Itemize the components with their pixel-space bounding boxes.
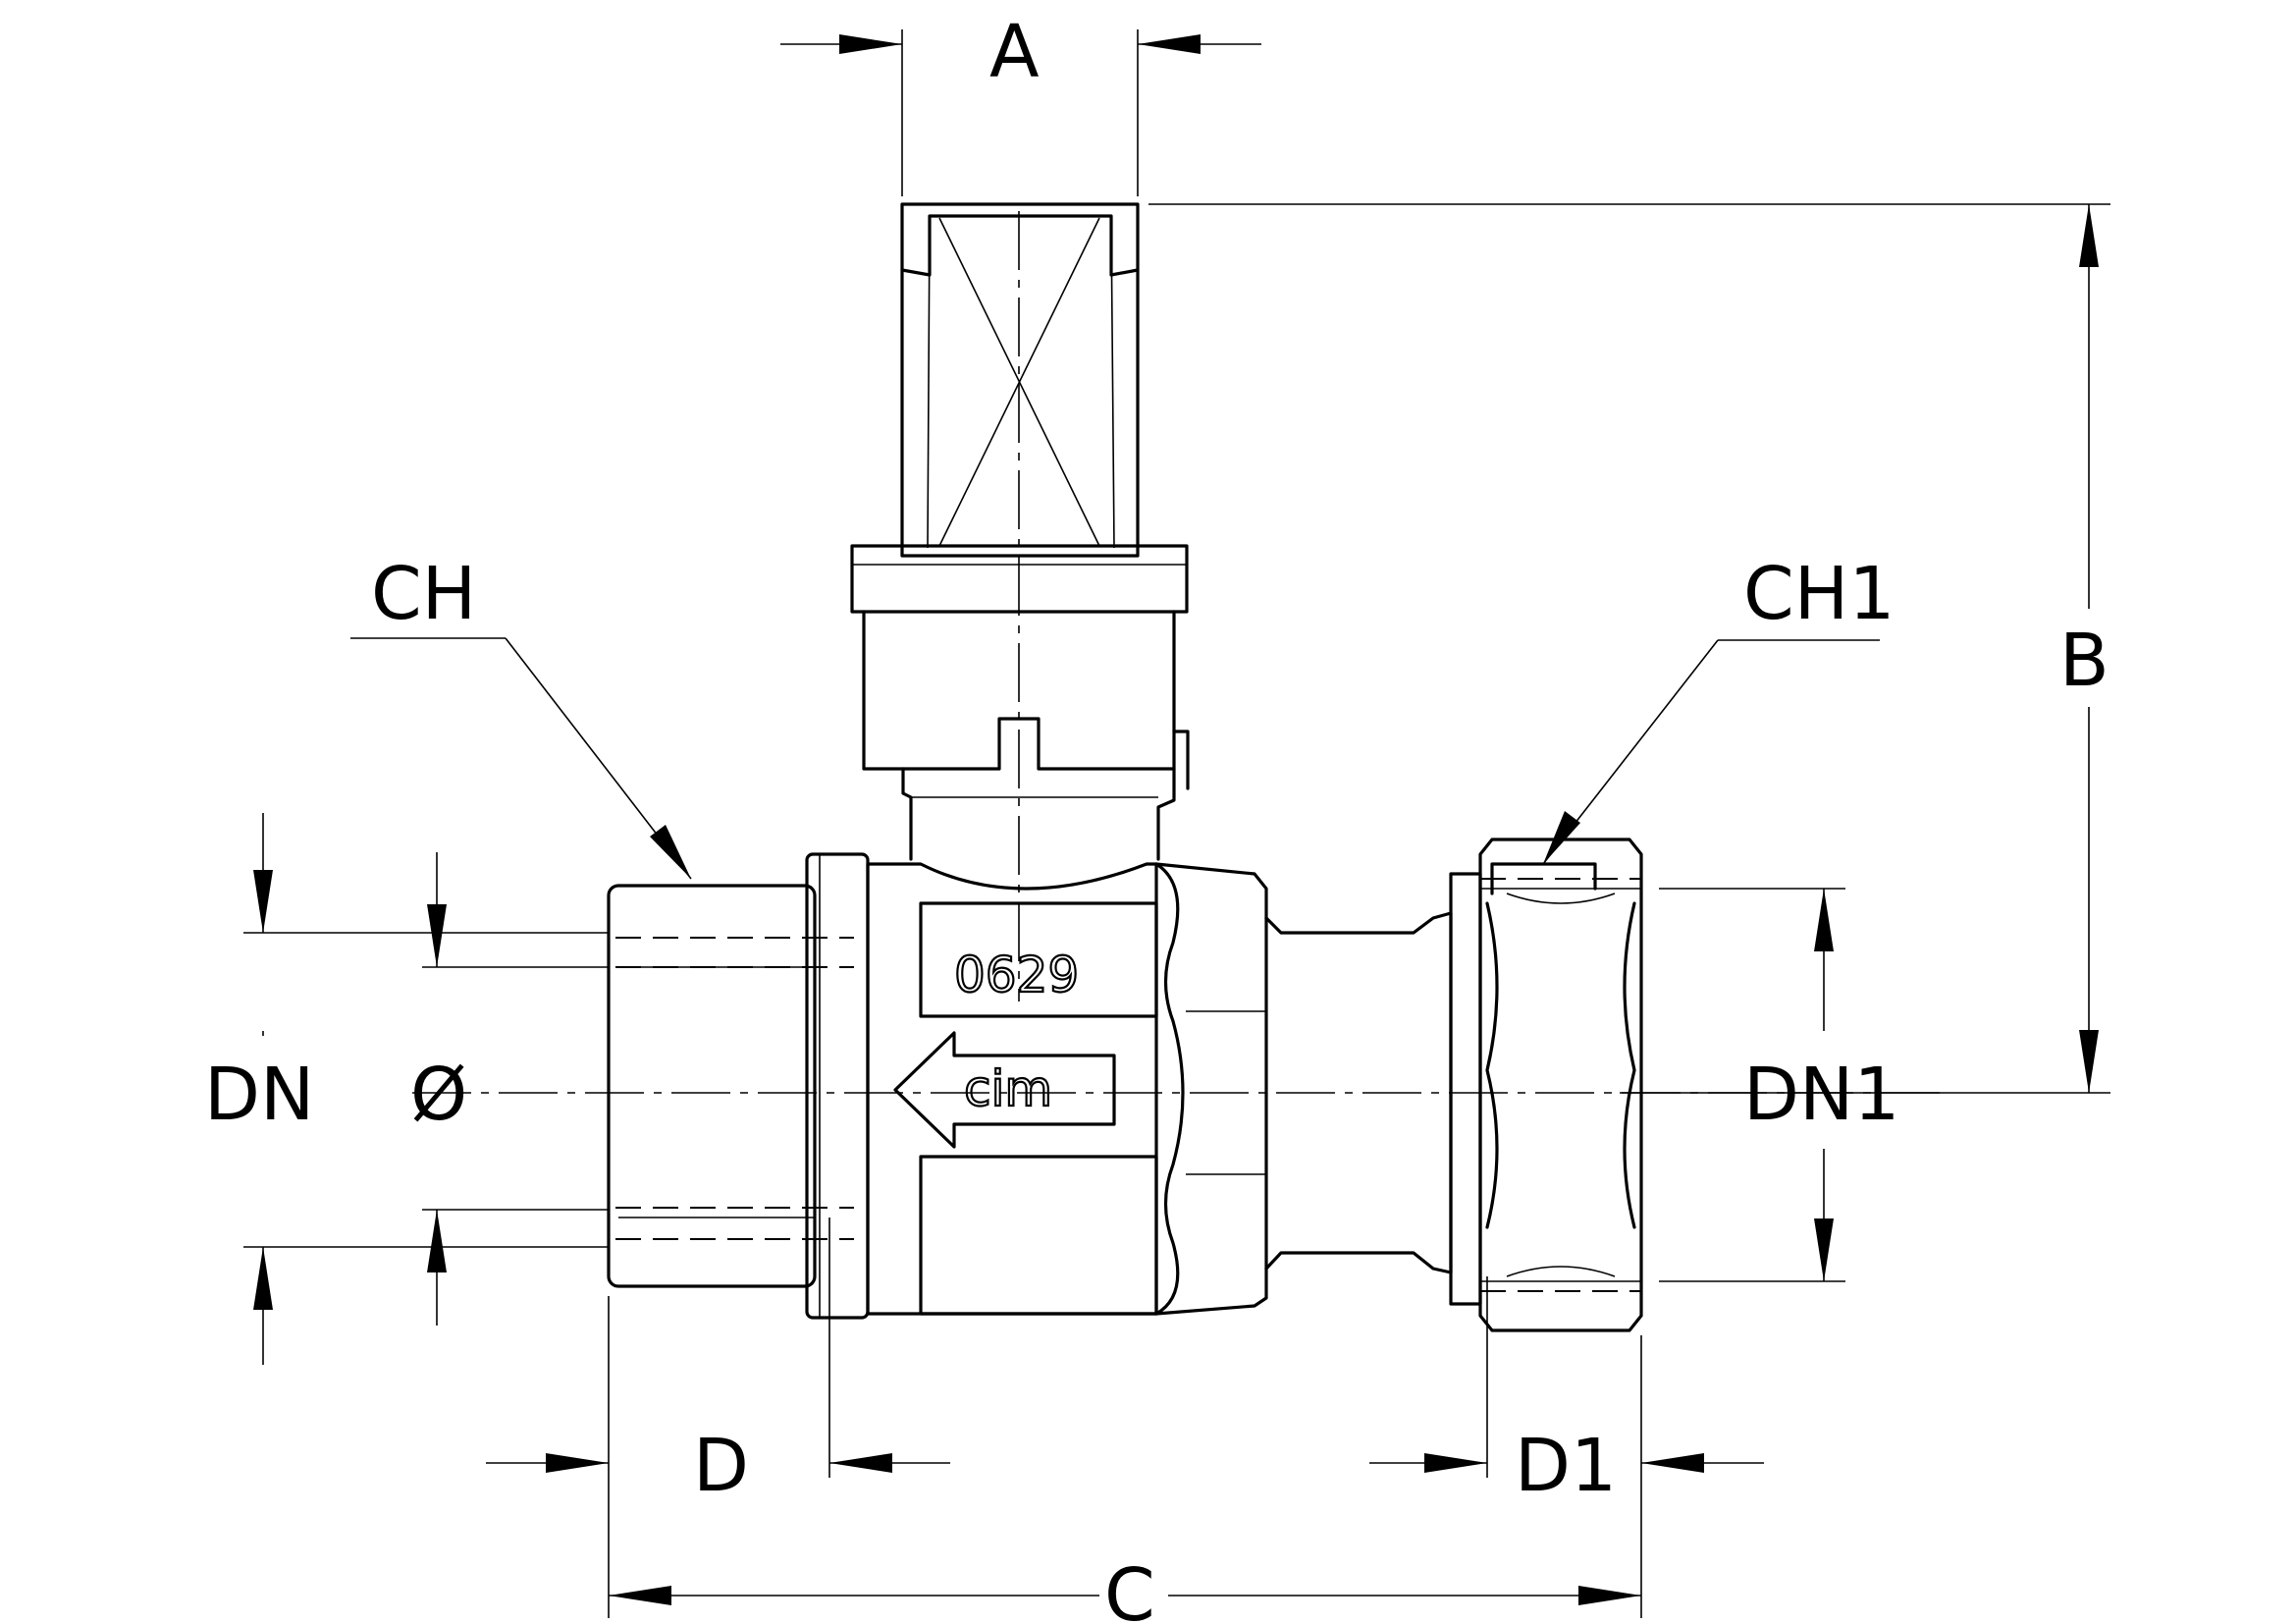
dim-label-D1: D1 (1515, 1424, 1617, 1508)
stem-housing (862, 610, 1190, 790)
dimension-DN (243, 813, 609, 1365)
dim-label-A: A (989, 10, 1040, 94)
dim-label-DN: DN (204, 1053, 314, 1137)
stem-flange (850, 544, 1189, 614)
body-boss (1154, 862, 1268, 1316)
dimension-D1 (1369, 1276, 1764, 1478)
dimension-C (608, 1296, 1642, 1618)
dim-label-diameter: Ø (410, 1053, 467, 1137)
body-code-marking: 0629 (954, 947, 1079, 1003)
dimension-DN1 (1659, 888, 1845, 1282)
left-female-end (607, 884, 854, 1288)
flow-arrow-icon (893, 1031, 1116, 1149)
dim-label-C: C (1104, 1553, 1155, 1624)
dim-label-DN1: DN1 (1743, 1053, 1899, 1137)
dimension-D (486, 1218, 950, 1478)
valve-body (866, 862, 1158, 1316)
dim-label-B: B (2059, 619, 2109, 703)
stem-cap (900, 202, 1140, 558)
dimension-B (1148, 203, 2110, 1094)
union-nut (1449, 838, 1643, 1332)
body-brand-marking: cim (964, 1060, 1052, 1117)
leader-label-CH: CH (371, 552, 476, 636)
dimension-A (780, 29, 1261, 196)
stem-neck (901, 767, 1176, 861)
leader-label-CH1: CH1 (1743, 552, 1895, 636)
dim-label-D: D (693, 1424, 749, 1508)
leader-CH1 (1542, 639, 1880, 865)
leader-CH (350, 637, 692, 880)
dimension-bore (422, 852, 609, 1326)
